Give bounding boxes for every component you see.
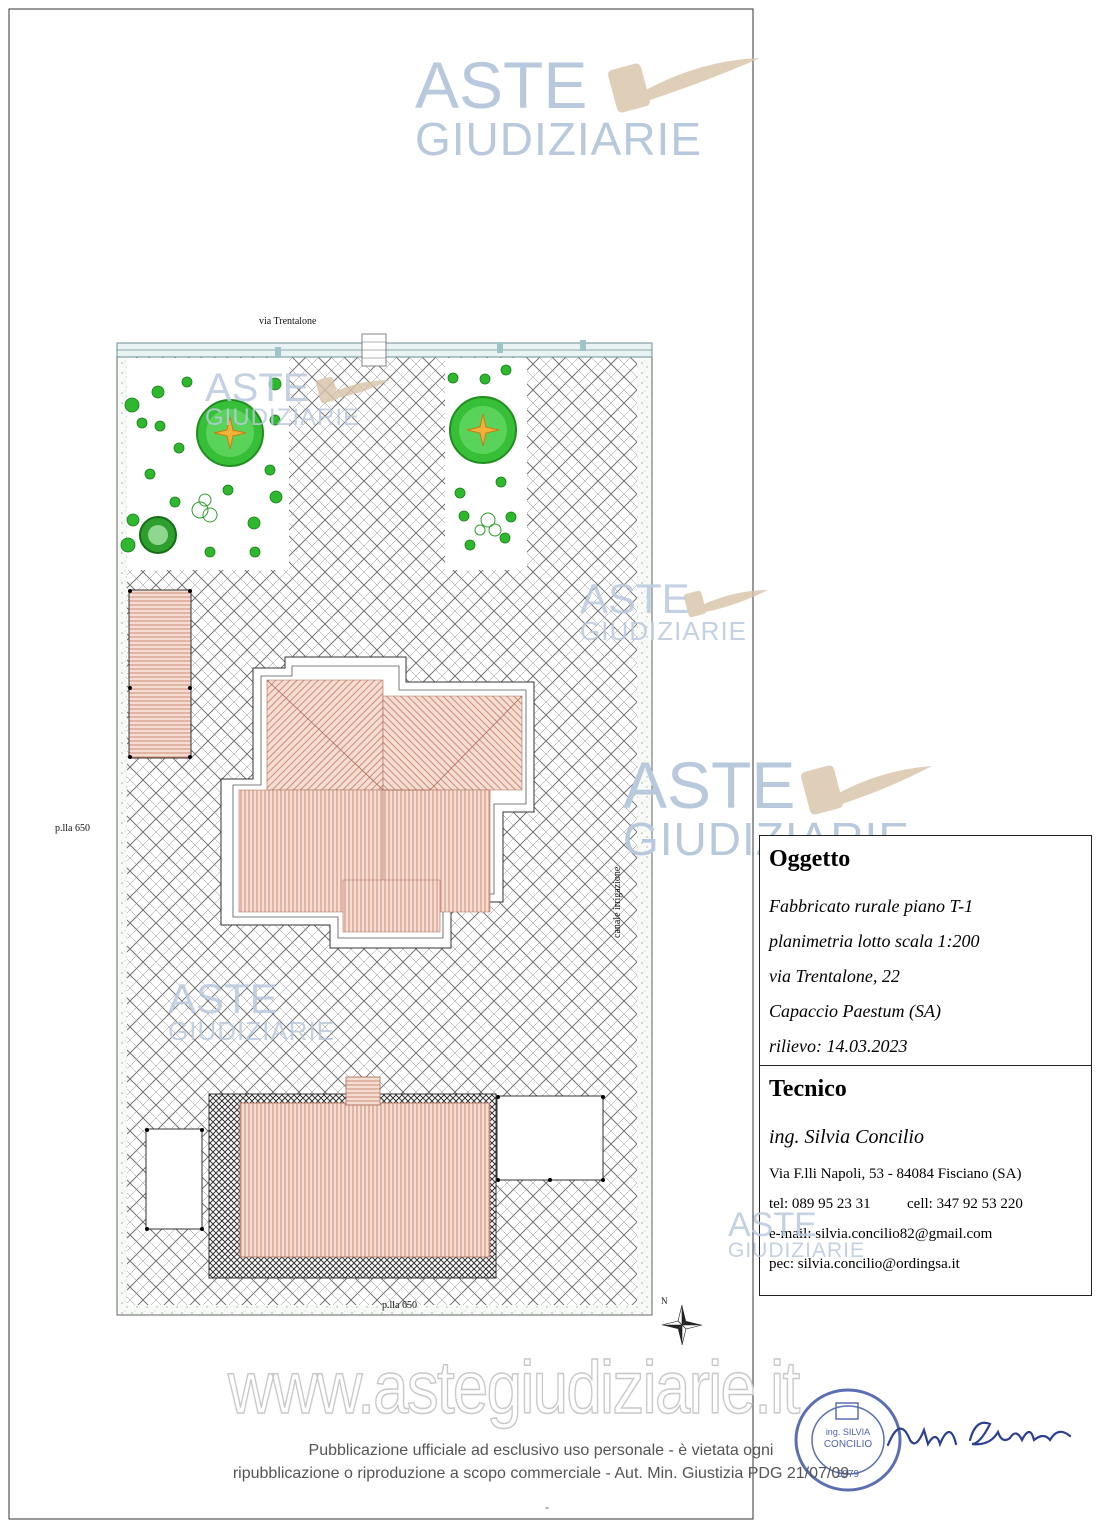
shrub-icon: [139, 516, 177, 554]
watermark-logo: ASTE GIUDIZIARIE: [168, 975, 336, 1046]
footer-dash: -: [545, 1500, 549, 1514]
oggetto-line: rilievo: 14.03.2023: [769, 1036, 908, 1056]
tecnico-section: Tecnico ing. Silvia Concilio Via F.lli N…: [760, 1066, 1091, 1296]
street-label: via Trentalone: [259, 316, 317, 327]
parcel-label-left: p.lla 650: [55, 823, 90, 834]
svg-text:5979: 5979: [837, 1469, 860, 1480]
watermark-logo: ASTE GIUDIZIARIE: [580, 575, 748, 646]
oggetto-line: via Trentalone, 22: [769, 966, 900, 986]
watermark-logo: ASTE GIUDIZIARIE: [205, 366, 361, 431]
oggetto-line: Capaccio Paestum (SA): [769, 1001, 941, 1021]
watermark-url: www.astegiudiziarie.it: [227, 1345, 801, 1430]
footer-line-1: Pubblicazione ufficiale ad esclusivo uso…: [308, 1442, 774, 1459]
engineer-stamp: ing. SILVIA CONCILIO 5979: [794, 1388, 902, 1492]
shed-right: [496, 1095, 605, 1182]
tecnico-address: Via F.lli Napoli, 53 - 84084 Fisciano (S…: [769, 1166, 1022, 1182]
tecnico-email: e-mail: silvia.concilio82@gmail.com: [769, 1226, 993, 1242]
tecnico-tel: tel: 089 95 23 31: [769, 1196, 871, 1212]
north-label: N: [661, 1296, 668, 1306]
tree-icon: [196, 399, 264, 467]
garden-right: [445, 358, 527, 570]
signature: [886, 1421, 1072, 1448]
tecnico-pec: pec: silvia.concilio@ordingsa.it: [769, 1256, 960, 1272]
tecnico-cell: cell: 347 92 53 220: [907, 1196, 1023, 1212]
watermark-logo: ASTE GIUDIZIARIE: [728, 1206, 866, 1262]
parcel-label-bottom: p.lla 650: [382, 1300, 417, 1311]
title-block: Oggetto Fabbricato rurale piano T-1 plan…: [759, 835, 1092, 1296]
bush-icon: [120, 364, 517, 558]
north-arrow-icon: [661, 1304, 703, 1346]
ornamental-circles: [191, 493, 502, 537]
footer-line-2: ripubblicazione o riproduzione a scopo c…: [232, 1465, 850, 1482]
entrance-gate: [361, 333, 387, 367]
tecnico-name: ing. Silvia Concilio: [769, 1126, 924, 1148]
svg-text:ing. SILVIA: ing. SILVIA: [826, 1427, 870, 1437]
svg-text:CONCILIO: CONCILIO: [824, 1439, 873, 1450]
porch-roof-left: [128, 589, 192, 759]
tecnico-heading: Tecnico: [769, 1076, 847, 1102]
warehouse-roof: [208, 1076, 497, 1279]
oggetto-heading: Oggetto: [769, 846, 851, 872]
oggetto-section: Oggetto Fabbricato rurale piano T-1 plan…: [760, 836, 1091, 1066]
oggetto-line: Fabbricato rurale piano T-1: [769, 896, 974, 916]
watermark-logo: ASTE GIUDIZIARIE: [415, 48, 703, 165]
tree-icon: [449, 396, 517, 464]
canal-label: canale irrigazione: [612, 866, 623, 938]
shed-left: [145, 1128, 204, 1231]
gavel-watermark: [315, 58, 932, 815]
oggetto-line: planimetria lotto scala 1:200: [769, 931, 980, 951]
main-house-roof: [220, 656, 535, 949]
